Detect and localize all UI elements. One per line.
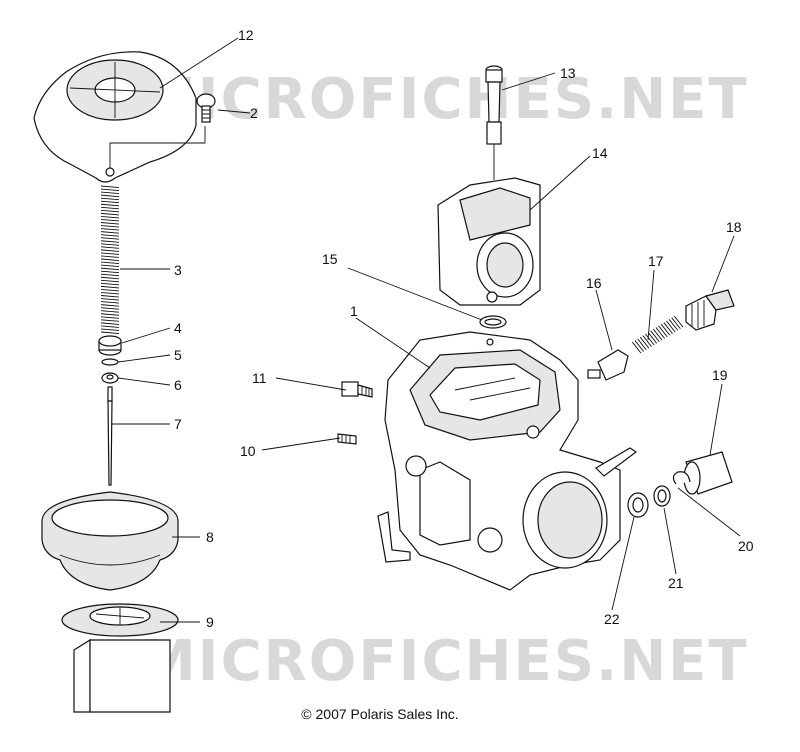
part-20-clip (672, 471, 691, 485)
watermark-top: MICROFICHES.NET (140, 67, 749, 132)
callout-18: 18 (726, 219, 742, 235)
callout-5: 5 (174, 347, 182, 363)
callout-13: 13 (560, 65, 576, 81)
part-15-o-ring (479, 315, 507, 329)
callout-17: 17 (648, 253, 664, 269)
part-5-clip (101, 358, 119, 366)
callout-6: 6 (174, 377, 182, 393)
callout-numbers: 12 2 3 4 5 6 7 8 9 13 14 15 1 11 10 16 1… (174, 27, 754, 630)
part-4-retainer (98, 335, 122, 356)
callout-1: 1 (350, 303, 358, 319)
part-13-screw (485, 65, 503, 180)
callout-8: 8 (206, 529, 214, 545)
callout-7: 7 (174, 416, 182, 432)
part-7-needle (107, 386, 113, 486)
part-3-spring (100, 185, 120, 334)
callout-14: 14 (592, 145, 608, 161)
part-1-carburetor-body (377, 331, 638, 591)
callout-2: 2 (250, 105, 258, 121)
part-18-fitting (685, 289, 735, 331)
part-17-spring (631, 315, 684, 354)
callout-12: 12 (238, 27, 254, 43)
part-21-washer (653, 485, 671, 507)
part-22-seal (627, 492, 649, 518)
callout-16: 16 (586, 275, 602, 291)
callout-11: 11 (252, 370, 267, 386)
part-8-diaphragm (41, 491, 179, 591)
callout-10: 10 (240, 443, 256, 459)
callout-21: 21 (668, 575, 684, 591)
part-6-washer (101, 372, 119, 384)
callout-19: 19 (712, 367, 728, 383)
callout-9: 9 (206, 614, 214, 630)
part-2-screw (109, 93, 216, 168)
watermark-bottom: MICROFICHES.NET (140, 629, 749, 694)
callout-22: 22 (604, 611, 620, 627)
part-14-bracket (437, 177, 541, 306)
part-19-collar (683, 451, 733, 495)
callout-3: 3 (174, 262, 182, 278)
callout-15: 15 (322, 251, 338, 267)
leader-lines (112, 37, 741, 623)
part-9-slide (61, 603, 179, 713)
part-11-screw (341, 381, 373, 398)
part-10-jet (337, 433, 357, 445)
callout-4: 4 (174, 320, 182, 336)
part-16-plunger (587, 349, 629, 381)
callout-20: 20 (738, 538, 754, 554)
part-12-top-cover (33, 51, 197, 183)
copyright-notice: © 2007 Polaris Sales Inc. (301, 706, 459, 722)
